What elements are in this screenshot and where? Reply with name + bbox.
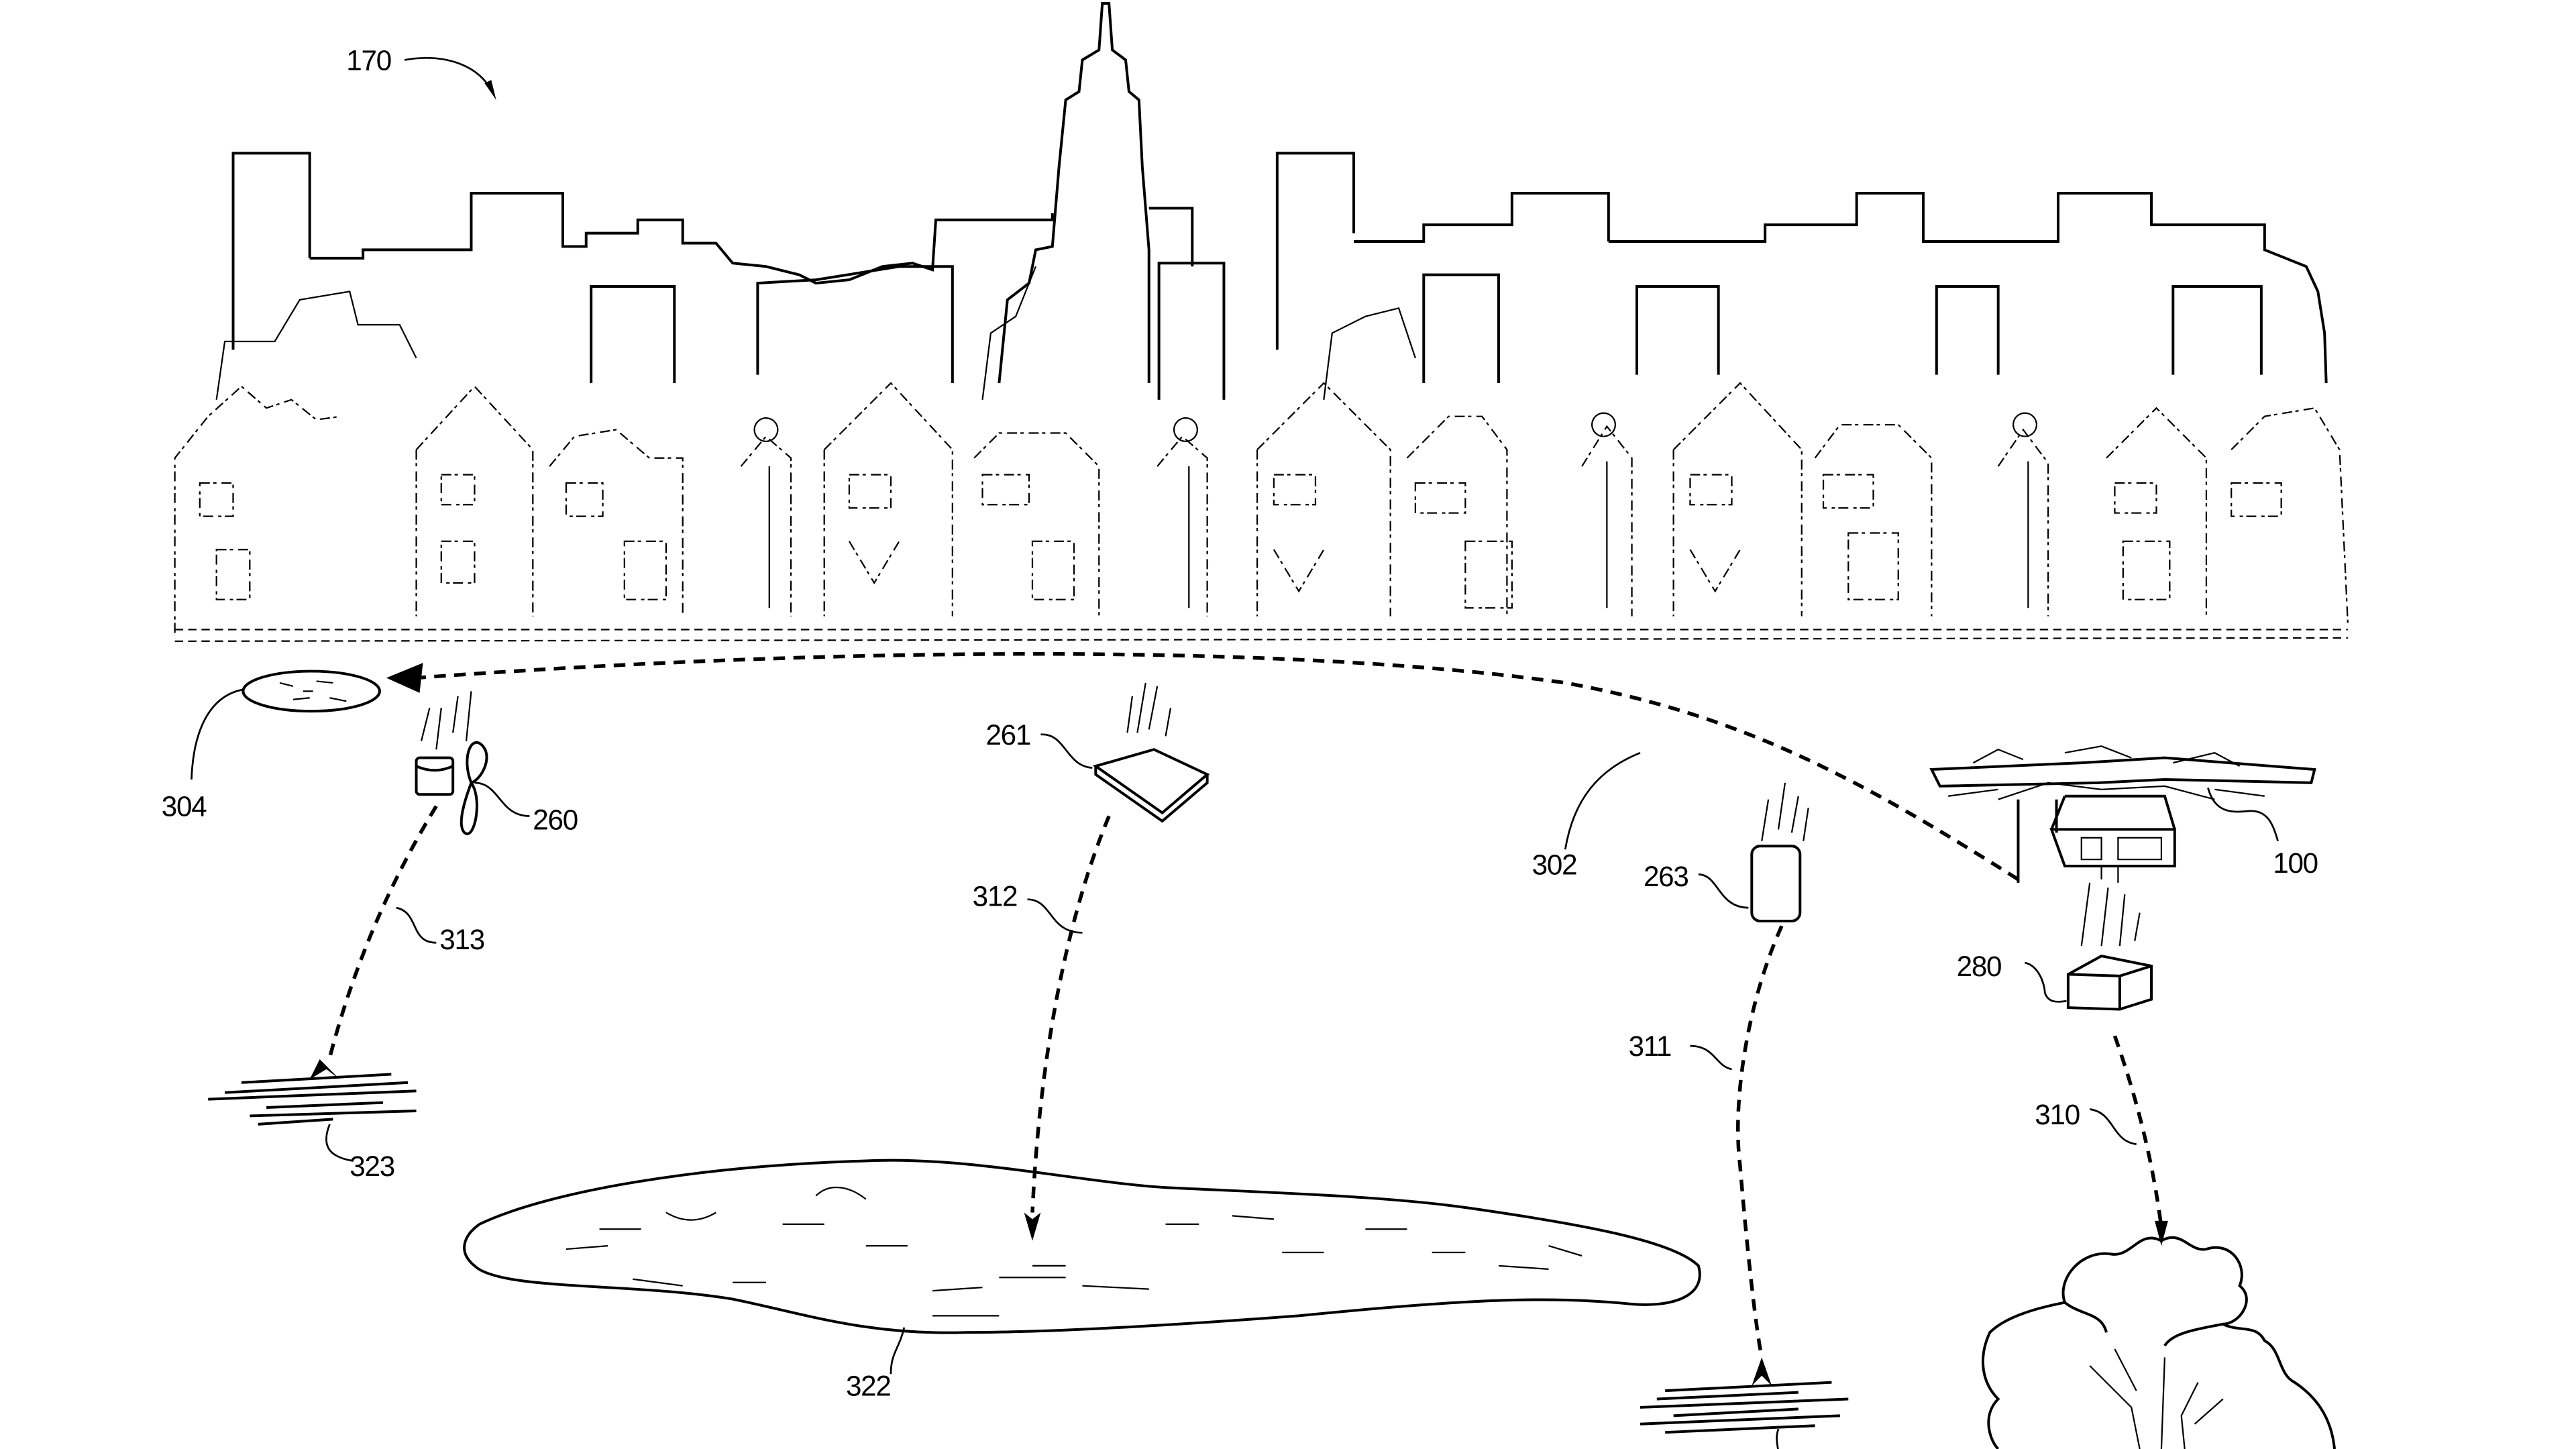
ground-marks-icon: [1640, 1357, 1849, 1449]
label-100: 100: [2273, 847, 2318, 879]
label-280: 280: [1957, 951, 2002, 982]
trajectory-310: 310: [2035, 1035, 2168, 1246]
label-322: 322: [846, 1371, 891, 1402]
rounded-item-icon: 263: [1644, 782, 1809, 922]
city-skyline-icon: [215, 1, 2328, 400]
label-311: 311: [1629, 1030, 1672, 1062]
curved-arrow-icon: [404, 57, 492, 91]
parachute-item-icon: 260: [415, 691, 578, 835]
row-houses-icon: [174, 382, 2349, 642]
trajectory-312: 312: [973, 815, 1111, 1241]
label-261: 261: [985, 719, 1030, 751]
label-263: 263: [1644, 861, 1688, 892]
label-304: 304: [162, 791, 207, 822]
label-260: 260: [533, 804, 578, 835]
label-302: 302: [1532, 849, 1577, 880]
lake-icon: 322: [463, 1159, 1701, 1402]
ground-marks-icon: 323: [208, 1059, 417, 1182]
flight-path: 302: [386, 652, 2019, 881]
label-313: 313: [439, 924, 484, 955]
trajectory-311: 311: [1629, 925, 1784, 1358]
flat-item-icon: 261: [985, 682, 1210, 823]
trajectory-313: 313: [327, 805, 485, 1059]
landing-pad-icon: 304: [162, 669, 381, 822]
label-170: 170: [346, 44, 391, 76]
drone-icon: 100: [1929, 745, 2318, 883]
package-box-icon: 280: [1957, 882, 2153, 1011]
environment-reference: 170: [346, 44, 496, 100]
arrow-head-icon: [1024, 1212, 1041, 1241]
tree-icon: [1982, 1236, 2337, 1449]
label-323: 323: [350, 1150, 394, 1182]
arrow-head-icon: [484, 80, 496, 100]
label-312: 312: [973, 881, 1018, 912]
arrow-head-icon: [386, 663, 423, 693]
arrow-head-icon: [2154, 1220, 2168, 1246]
label-310: 310: [2035, 1099, 2080, 1130]
